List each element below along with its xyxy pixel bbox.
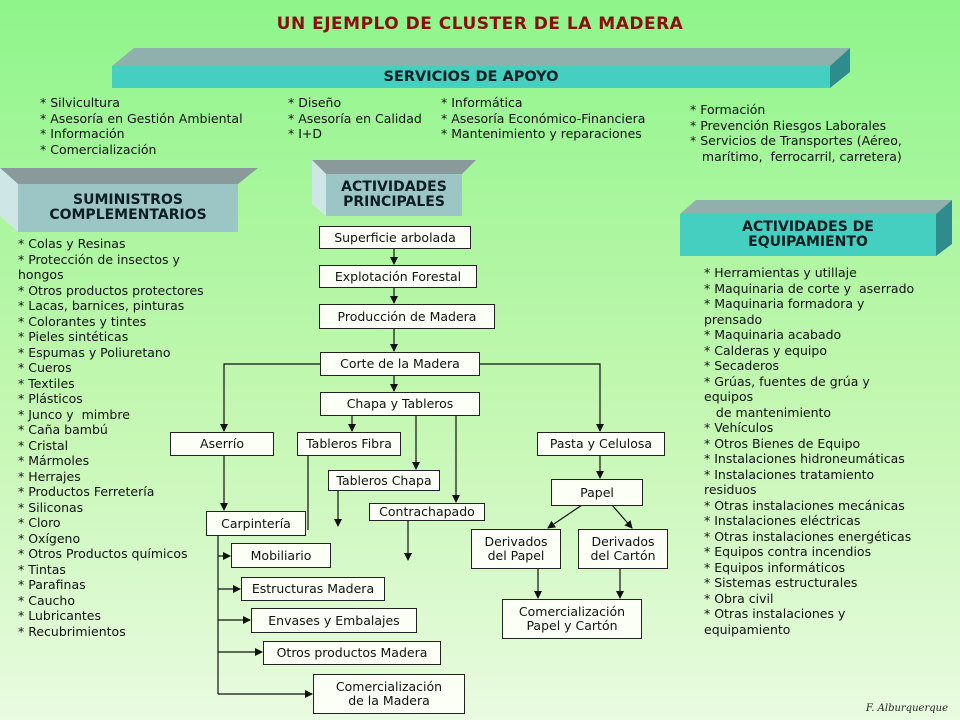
servicios-title: SERVICIOS DE APOYO [383, 68, 559, 85]
servicios-list-4: * Formación * Prevención Riesgos Laboral… [690, 102, 902, 164]
box-contrachapado: Contrachapado [369, 503, 485, 521]
box-aserrio: Aserrío [170, 432, 274, 456]
box-produccion-madera: Producción de Madera [319, 304, 495, 329]
box-otros-productos-madera: Otros productos Madera [263, 641, 441, 665]
box-derivados-carton: Derivados del Cartón [578, 529, 668, 569]
servicios-banner-shape [112, 48, 850, 88]
box-tableros-fibra: Tableros Fibra [297, 432, 401, 456]
principales-banner-shape [312, 160, 476, 216]
servicios-list-1: * Silvicultura * Asesoría en Gestión Amb… [40, 95, 243, 157]
actividades-equipamiento-banner: ACTIVIDADES DE EQUIPAMIENTO [680, 200, 952, 256]
page-title: UN EJEMPLO DE CLUSTER DE LA MADERA [276, 14, 684, 34]
box-carpinteria: Carpintería [206, 511, 306, 536]
box-mobiliario: Mobiliario [231, 543, 331, 568]
box-chapa-tableros: Chapa y Tableros [320, 392, 480, 416]
box-pasta-celulosa: Pasta y Celulosa [537, 432, 665, 456]
suministros-banner-shape [0, 168, 258, 232]
servicios-list-3: * Informática * Asesoría Económico-Finan… [441, 95, 646, 141]
box-comercializacion-madera: Comercialización de la Madera [313, 674, 465, 714]
box-estructuras-madera: Estructuras Madera [241, 577, 385, 601]
servicios-banner: SERVICIOS DE APOYO [112, 48, 852, 90]
box-papel: Papel [551, 479, 643, 506]
box-explotacion-forestal: Explotación Forestal [319, 265, 477, 288]
equipamiento-list: * Herramientas y utillaje * Maquinaria d… [704, 265, 915, 637]
suministros-banner: SUMINISTROS COMPLEMENTARIOS [0, 168, 258, 232]
box-derivados-papel: Derivados del Papel [471, 529, 561, 569]
equipamiento-banner-shape [680, 200, 952, 256]
equipamiento-title: ACTIVIDADES DE EQUIPAMIENTO [742, 219, 874, 250]
author-signature: F. Alburquerque [865, 703, 948, 714]
box-tableros-chapa: Tableros Chapa [328, 470, 440, 491]
actividades-principales-banner: ACTIVIDADES PRINCIPALES [312, 160, 476, 216]
box-superficie-arbolada: Superficie arbolada [319, 226, 471, 249]
box-comercializacion-papel-carton: Comercialización Papel y Cartón [502, 599, 642, 639]
box-corte-madera: Corte de la Madera [320, 352, 480, 376]
principales-title: ACTIVIDADES PRINCIPALES [341, 179, 447, 210]
box-envases-embalajes: Envases y Embalajes [251, 608, 417, 633]
servicios-list-2: * Diseño * Asesoría en Calidad * I+D [288, 95, 422, 141]
suministros-list: * Colas y Resinas * Protección de insect… [18, 236, 204, 639]
suministros-title: SUMINISTROS COMPLEMENTARIOS [49, 192, 207, 223]
